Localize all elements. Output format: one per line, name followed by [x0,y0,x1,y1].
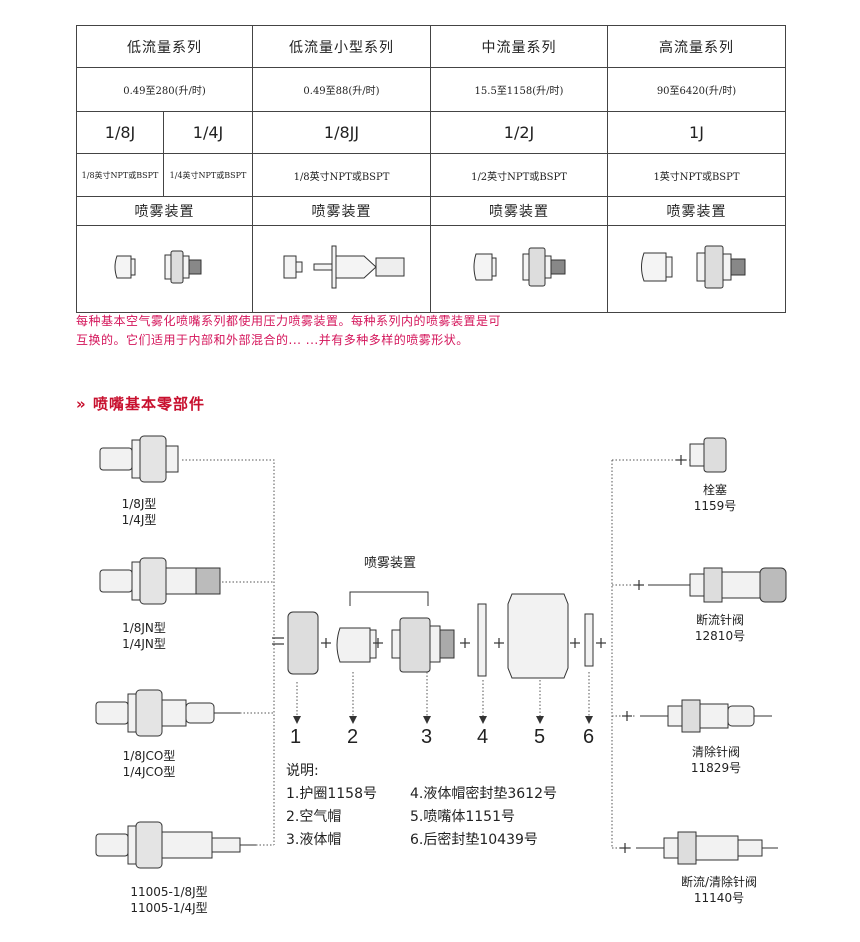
right-label-cleanout-line-1: 清除针阀 [691,745,740,759]
right-label-plug: 栓塞 1159号 [680,482,750,514]
series-table: 低流量系列 低流量小型系列 中流量系列 高流量系列 0.49至280(升/时) … [76,25,786,313]
body-label-4-line-1: 11005-1/8J型 [130,885,208,899]
legend-left: 说明: 1.护圈1158号 2.空气帽 3.液体帽 [286,760,377,852]
size-1-8jj: 1/8JJ [252,111,431,154]
spray-label-low: 喷雾装置 [76,196,253,226]
part-number-1: 1 [290,726,302,748]
spray-group-label: 喷雾装置 [363,556,416,571]
part-2-air-cap-drawing [336,627,371,663]
header-low-flow-small: 低流量小型系列 [252,25,431,68]
legend-item-3: 3.液体帽 [286,832,342,848]
right-label-shutoff-cleanout-line-2: 11140号 [693,891,745,905]
body-label-4-line-2: 11005-1/4J型 [130,901,208,915]
header-low-flow: 低流量系列 [76,25,253,68]
body-1-8j-drawing [99,435,179,483]
part-1-retainer-drawing [287,611,319,675]
body-1-8jn-drawing [99,557,221,605]
interchange-note: 每种基本空气雾化喷嘴系列都使用压力喷雾装置。每种系列内的喷雾装置是可 互换的。它… [76,312,501,350]
spray-group-bracket [349,591,429,606]
thread-1-4j: 1/4英寸NPT或BSPT [163,153,253,197]
size-1-8j: 1/8J [76,111,164,154]
shutoff-needle-drawing [648,567,787,603]
body-label-3-line-1: 1/8JCO型 [122,749,176,763]
body-label-2-line-2: 1/4JN型 [122,637,166,651]
note-line-2: 互换的。它们适用于内部和外部混合的... ...并有多种多样的喷雾形状。 [76,333,469,347]
range-mid-flow: 15.5至1158(升/时) [430,67,608,112]
part-number-2: 2 [347,726,359,748]
body-label-2-line-1: 1/8JN型 [122,621,166,635]
legend-item-5: 5.喷嘴体1151号 [410,809,515,825]
note-line-1: 每种基本空气雾化喷嘴系列都使用压力喷雾装置。每种系列内的喷雾装置是可 [76,314,502,328]
spray-image-low [76,225,253,313]
spray-label-high: 喷雾装置 [607,196,786,226]
right-label-plug-line-2: 1159号 [693,499,737,513]
body-label-4: 11005-1/8J型 11005-1/4J型 [104,884,234,916]
shutoff-cleanout-needle-drawing [636,831,778,865]
cleanout-needle-drawing [640,699,772,733]
spray-image-mid [430,225,608,313]
spray-set-high-drawing [640,245,745,289]
right-label-shutoff-cleanout-line-1: 断流/清除针阀 [680,875,758,889]
legend-item-6: 6.后密封垫10439号 [410,832,538,848]
header-high-flow: 高流量系列 [607,25,786,68]
legend-item-2: 2.空气帽 [286,809,342,825]
part-number-3: 3 [421,726,433,748]
section-title-text: 喷嘴基本零部件 [92,395,205,413]
body-label-2: 1/8JN型 1/4JN型 [104,620,184,652]
part-4-gasket-drawing [477,603,487,677]
legend-right: 4.液体帽密封垫3612号 5.喷嘴体1151号 6.后密封垫10439号 [410,783,557,852]
spray-set-mid-drawing [473,247,566,287]
section-title: » 喷嘴基本零部件 [76,393,205,414]
right-label-shutoff-line-1: 断流针阀 [695,613,744,627]
part-5-body-drawing [507,593,569,679]
right-label-cleanout-line-2: 11829号 [690,761,742,775]
section-marker-icon: » [76,395,87,413]
spray-set-small-drawing [283,245,404,289]
size-1-2j: 1/2J [430,111,608,154]
spray-set-low-drawing [114,250,202,284]
part-number-5: 5 [534,726,546,748]
body-11005-drawing [95,821,256,869]
legend-item-1: 1.护圈1158号 [286,786,377,802]
legend-item-4: 4.液体帽密封垫3612号 [410,786,557,802]
right-label-plug-line-1: 栓塞 [702,483,727,497]
part-3-fluid-cap-drawing [391,617,455,673]
body-label-1: 1/8J型 1/4J型 [104,496,174,528]
body-label-1-line-2: 1/4J型 [121,513,157,527]
legend-title: 说明: [286,763,319,779]
right-label-shutoff-line-2: 12810号 [694,629,746,643]
part-number-4: 4 [477,726,489,748]
thread-1-8j: 1/8英寸NPT或BSPT [76,153,164,197]
size-1j: 1J [607,111,786,154]
spray-image-high [607,225,786,313]
right-label-shutoff: 断流针阀 12810号 [680,612,760,644]
body-label-3-line-2: 1/4JCO型 [122,765,176,779]
part-6-gasket-drawing [584,613,594,667]
right-label-cleanout: 清除针阀 11829号 [676,744,756,776]
part-number-6: 6 [583,726,595,748]
right-label-shutoff-cleanout: 断流/清除针阀 11140号 [664,874,774,906]
range-low-flow-small: 0.49至88(升/时) [252,67,431,112]
plug-drawing [689,437,727,473]
body-label-3: 1/8JCO型 1/4JCO型 [104,748,194,780]
body-1-8jco-drawing [95,689,240,737]
body-label-1-line-1: 1/8J型 [121,497,157,511]
